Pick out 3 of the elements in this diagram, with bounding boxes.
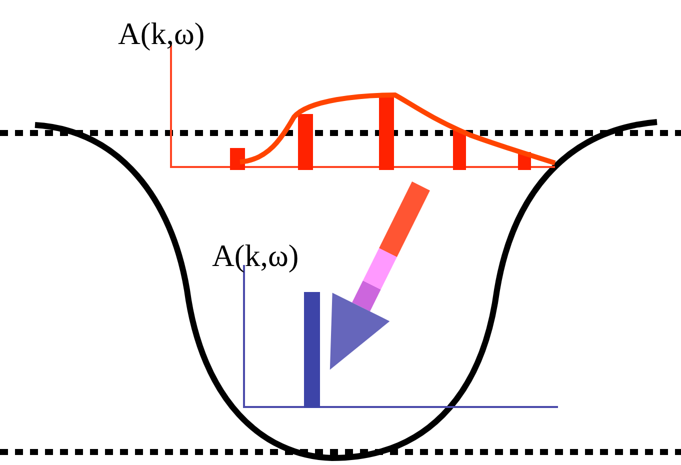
axis-label: A(k,ω) [118, 18, 205, 49]
axis-label: A(k,ω) [212, 240, 299, 271]
arrow [330, 182, 430, 370]
